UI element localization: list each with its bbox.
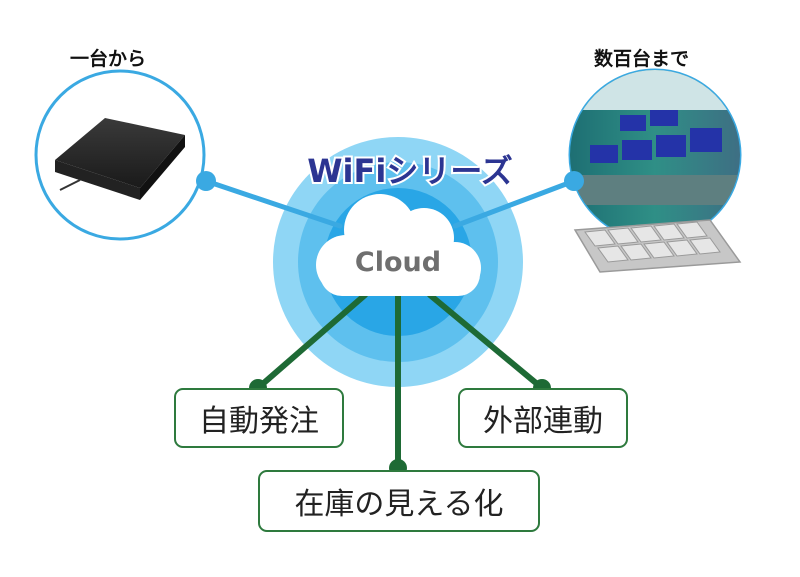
right-caption: 数百台まで <box>594 48 690 70</box>
feature-connectors <box>255 292 545 471</box>
connector-left <box>203 178 343 229</box>
cloud-label: Cloud <box>355 247 441 278</box>
single-device-image <box>34 69 206 241</box>
left-caption: 一台から <box>70 48 147 70</box>
feature-inventory-visibility: 在庫の見える化 <box>258 470 540 532</box>
feature-external-integration: 外部連動 <box>458 388 628 448</box>
cloud-icon <box>316 194 481 296</box>
device-link-dot-right <box>564 171 584 191</box>
warehouse-image <box>568 68 742 242</box>
sensor-plates-image <box>573 219 742 273</box>
feature-auto-order: 自動発注 <box>174 388 344 448</box>
device-link-dot-left <box>196 171 216 191</box>
series-label: WiFiシリーズ <box>307 152 513 190</box>
connector-right <box>452 178 577 229</box>
